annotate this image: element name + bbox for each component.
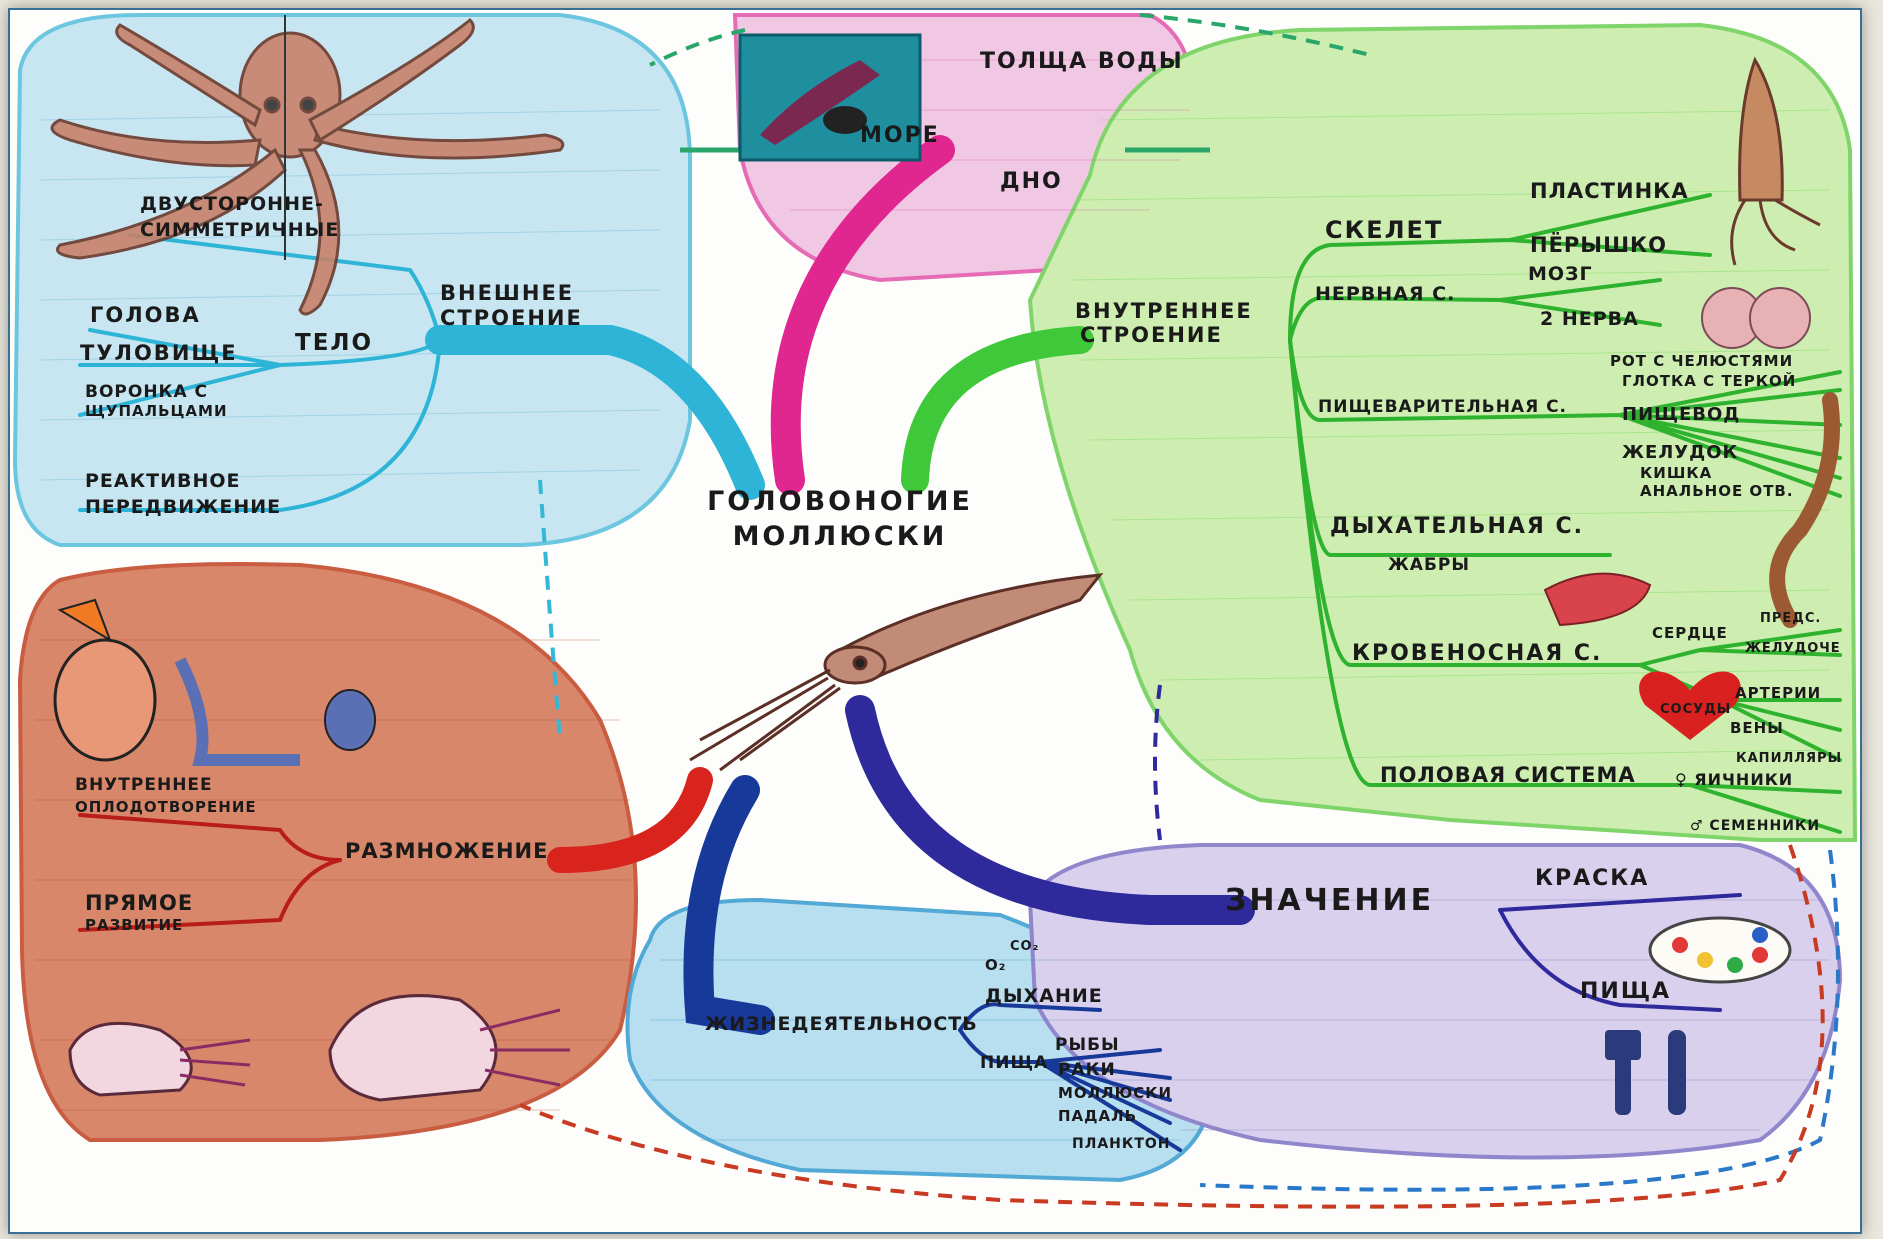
internal-title-line1: ВНУТРЕННЕЕ	[1075, 299, 1253, 323]
reproduction-internal-line2: ОПЛОДОТВОРЕНИЕ	[75, 798, 257, 816]
life-co2: CO₂	[1010, 939, 1039, 954]
internal-sub-branches	[1288, 193, 1842, 834]
internal-pharynx: ГЛОТКА С ТЕРКОЙ	[1622, 371, 1796, 390]
branch-external	[425, 325, 765, 500]
internal-structure-region	[1027, 22, 1858, 842]
internal-testes: ♂ СЕМЕННИКИ	[1690, 818, 1820, 834]
fork-knife-icon	[1605, 1030, 1686, 1115]
external-funnel-line1: ВОРОНКА С	[85, 382, 208, 402]
branch-life-activity	[683, 775, 775, 1035]
internal-feather: ПЁРЫШКО	[1530, 232, 1667, 257]
external-head: ГОЛОВА	[90, 303, 201, 327]
external-title-line2: СТРОЕНИЕ	[440, 306, 583, 330]
importance-sub-branches	[1498, 893, 1742, 1012]
internal-gills: ЖАБРЫ	[1388, 555, 1470, 575]
internal-stomach: ЖЕЛУДОК	[1622, 442, 1738, 463]
habitat-sea: МОРЕ	[860, 123, 940, 148]
importance-ink: КРАСКА	[1535, 866, 1649, 891]
habitat-bottom: ДНО	[1000, 169, 1063, 194]
internal-nervous: НЕРВНАЯ С.	[1315, 283, 1455, 305]
internal-atria: ПРЕДС.	[1760, 611, 1821, 626]
branch-reproduction	[547, 767, 713, 873]
internal-intestine: КИШКА	[1640, 464, 1712, 482]
branch-importance	[845, 695, 1255, 925]
internal-veins: ВЕНЫ	[1730, 719, 1784, 737]
internal-title-line2: СТРОЕНИЕ	[1080, 323, 1223, 347]
external-title-line1: ВНЕШНЕЕ	[440, 281, 574, 305]
internal-mouth: РОТ С ЧЕЛЮСТЯМИ	[1610, 352, 1793, 370]
internal-capillaries: КАПИЛЛЯРЫ	[1736, 751, 1842, 766]
external-movement-line2: ПЕРЕДВИЖЕНИЕ	[85, 496, 281, 518]
importance-title: ЗНАЧЕНИЕ	[1225, 883, 1434, 918]
external-trunk: ТУЛОВИЩЕ	[80, 341, 238, 365]
life-title: ЖИЗНЕДЕЯТЕЛЬНОСТЬ	[705, 1013, 978, 1035]
external-symmetry-line1: ДВУСТОРОННЕ-	[140, 193, 324, 215]
internal-arteries: АРТЕРИИ	[1735, 684, 1821, 702]
internal-ovaries: ♀ ЯИЧНИКИ	[1675, 770, 1793, 789]
internal-reproductive: ПОЛОВАЯ СИСТЕМА	[1380, 763, 1636, 787]
center-title-line1: ГОЛОВОНОГИЕ	[707, 486, 973, 517]
internal-brain: МОЗГ	[1528, 263, 1593, 285]
dashed-connections	[519, 13, 1840, 1209]
internal-circulatory: КРОВЕНОСНАЯ С.	[1352, 641, 1602, 666]
reproduction-direct-line2: РАЗВИТИЕ	[85, 916, 183, 934]
heart-icon	[1639, 671, 1741, 740]
reproduction-sub-branches	[78, 813, 342, 932]
squid-in-sea-drawing	[738, 33, 922, 162]
central-squid-drawing	[689, 573, 1104, 772]
reproduction-direct-line1: ПРЯМОЕ	[85, 891, 193, 915]
life-fish: РЫБЫ	[1055, 1035, 1120, 1055]
palette-icon	[1648, 916, 1792, 984]
brain-drawing	[1701, 287, 1811, 349]
reproduction-region	[17, 562, 638, 1142]
squid-sketch-top-right	[1730, 56, 1821, 266]
life-carrion: ПАДАЛЬ	[1058, 1107, 1137, 1125]
internal-skeleton: СКЕЛЕТ	[1325, 216, 1443, 244]
branch-habitat	[770, 135, 955, 495]
branch-internal	[901, 326, 1094, 494]
life-plankton: ПЛАНКТОН	[1072, 1136, 1171, 1152]
life-breathing: ДЫХАНИЕ	[985, 985, 1103, 1007]
life-sub-branches	[958, 1002, 1182, 1152]
center-title-line2: МОЛЛЮСКИ	[733, 521, 948, 552]
life-food: ПИЩА	[980, 1053, 1048, 1073]
external-symmetry-line2: СИММЕТРИЧНЫЕ	[140, 219, 339, 241]
mascot-drawing	[53, 598, 376, 766]
gills-drawing	[1543, 572, 1652, 627]
external-movement-line1: РЕАКТИВНОЕ	[85, 470, 241, 492]
internal-ventricle: ЖЕЛУДОЧЕ	[1745, 641, 1841, 656]
internal-respiratory: ДЫХАТЕЛЬНАЯ С.	[1330, 514, 1584, 539]
internal-heart: СЕРДЦЕ	[1652, 624, 1728, 642]
internal-esophagus: ПИЩЕВОД	[1622, 404, 1740, 425]
life-crayfish: РАКИ	[1058, 1060, 1116, 1080]
nautilus-drawings	[68, 994, 570, 1102]
internal-anus: АНАЛЬНОЕ ОТВ.	[1640, 482, 1794, 500]
reproduction-title: РАЗМНОЖЕНИЕ	[345, 839, 548, 863]
internal-vessels: СОСУДЫ	[1660, 702, 1731, 717]
octopus-drawing	[50, 15, 565, 316]
external-sub-branches	[78, 233, 442, 512]
digestive-tract-drawing	[1769, 392, 1840, 628]
external-body: ТЕЛО	[295, 330, 373, 356]
internal-plate: ПЛАСТИНКА	[1530, 179, 1689, 203]
pencil-hatching	[35, 59, 1831, 1141]
reproduction-internal-line1: ВНУТРЕННЕЕ	[75, 775, 213, 795]
external-funnel-line2: ЩУПАЛЬЦАМИ	[85, 402, 228, 420]
importance-food: ПИЩА	[1580, 979, 1671, 1004]
life-mollusks: МОЛЛЮСКИ	[1058, 1084, 1172, 1102]
external-structure-region	[12, 13, 692, 547]
habitat-water-column: ТОЛЩА ВОДЫ	[980, 49, 1184, 74]
life-o2: O₂	[985, 956, 1006, 974]
internal-digestive: ПИЩЕВАРИТЕЛЬНАЯ С.	[1318, 397, 1567, 417]
internal-nerves: 2 НЕРВА	[1540, 308, 1639, 330]
